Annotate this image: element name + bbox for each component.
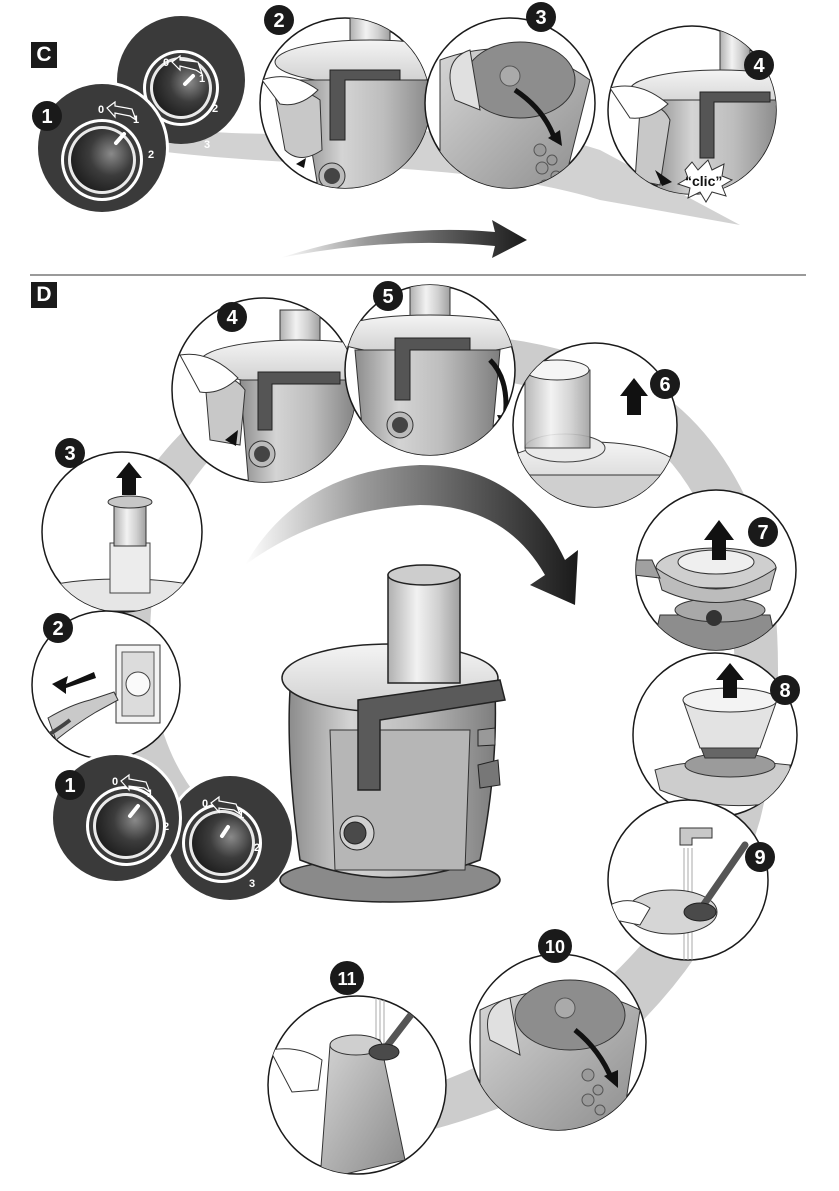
step-number: 2	[273, 10, 284, 32]
flow-arrow-clockwise-icon	[245, 465, 578, 605]
step-badge: 2	[43, 613, 73, 643]
step-badge: 10	[538, 929, 572, 963]
juicer-main	[279, 564, 506, 903]
step-badge: 2	[264, 5, 294, 35]
step-number: 4	[753, 55, 765, 77]
step-number: 3	[535, 7, 546, 29]
arrow-to-zero-icon	[171, 54, 204, 76]
step-badge: 11	[330, 961, 364, 995]
dial-mark-1: 1	[199, 73, 205, 85]
dial-mark-0: 0	[112, 776, 118, 788]
step-badge: 3	[526, 2, 556, 32]
dial-three-speed: 0 1 2 3	[117, 16, 245, 151]
dial-two-speed: 0 1 2	[35, 81, 169, 215]
step-d3	[41, 451, 203, 613]
step-d6	[512, 342, 678, 508]
step-badge: 3	[55, 438, 85, 468]
dial-mark-0: 0	[163, 57, 169, 69]
dial-mark-3: 3	[204, 139, 210, 151]
dial-mark-2: 2	[148, 149, 154, 161]
dial-mark-2: 2	[212, 103, 218, 115]
step-badge: 4	[744, 50, 774, 80]
section-d: 0 1 2 3 0 1 2	[31, 281, 800, 1175]
flow-arrow-right-icon	[280, 220, 527, 258]
step-number: 1	[64, 775, 75, 797]
dial-three-speed: 0 1 2 3	[165, 773, 295, 903]
arrow-up-icon	[620, 378, 648, 415]
arrow-up-icon	[704, 520, 734, 560]
clic-callout-text: “clic”	[685, 173, 722, 189]
dial-mark-0: 0	[202, 798, 208, 810]
step-badge: 4	[217, 302, 247, 332]
dial-mark-2: 2	[163, 821, 169, 833]
dial-mark-1: 1	[133, 114, 139, 126]
arrow-down-icon	[646, 485, 666, 506]
step-d11	[267, 995, 447, 1175]
step-number: 6	[659, 374, 670, 396]
arrow-to-zero-icon	[210, 795, 242, 816]
arrow-up-icon	[116, 462, 142, 495]
step-c1: 0 1 2 3 0 1 2	[35, 16, 245, 215]
step-c2	[259, 17, 431, 189]
step-d8	[632, 652, 798, 818]
step-badge: 9	[745, 842, 775, 872]
dial-mark-2: 2	[254, 842, 260, 854]
step-number: 9	[754, 847, 765, 869]
step-number: 10	[545, 937, 565, 957]
step-d2	[31, 610, 181, 760]
step-d5	[344, 284, 516, 456]
step-badge: 5	[373, 281, 403, 311]
arrow-down-icon	[497, 415, 514, 432]
step-c3	[424, 17, 596, 189]
step-badge: 7	[748, 517, 778, 547]
step-number: 7	[757, 522, 768, 544]
step-number: 8	[779, 680, 790, 702]
step-badge: 1	[32, 101, 62, 131]
clic-callout: “clic”	[676, 159, 734, 203]
step-number: 5	[382, 286, 393, 308]
dial-mark-0: 0	[98, 104, 104, 116]
arrow-left-icon	[52, 672, 96, 694]
step-badge: 8	[770, 675, 800, 705]
dial-mark-1: 1	[238, 809, 244, 821]
step-number: 1	[41, 106, 52, 128]
step-number: 2	[52, 618, 63, 640]
step-number: 11	[337, 969, 356, 989]
step-d9	[607, 799, 769, 961]
dial-mark-3: 3	[249, 878, 255, 890]
step-badge: 6	[650, 369, 680, 399]
step-d10	[469, 953, 647, 1131]
arrow-to-zero-icon	[106, 100, 138, 122]
section-label-d: D	[31, 282, 57, 308]
section-label-c: C	[31, 42, 57, 68]
step-number: 4	[226, 307, 238, 329]
section-divider	[30, 274, 806, 276]
arrow-up-icon	[716, 663, 744, 698]
step-badge: 1	[55, 770, 85, 800]
step-number: 3	[64, 443, 75, 465]
section-c: 0 1 2 3 0 1 2	[32, 2, 777, 258]
arrow-to-zero-icon	[120, 773, 152, 794]
dial-mark-1: 1	[147, 788, 153, 800]
